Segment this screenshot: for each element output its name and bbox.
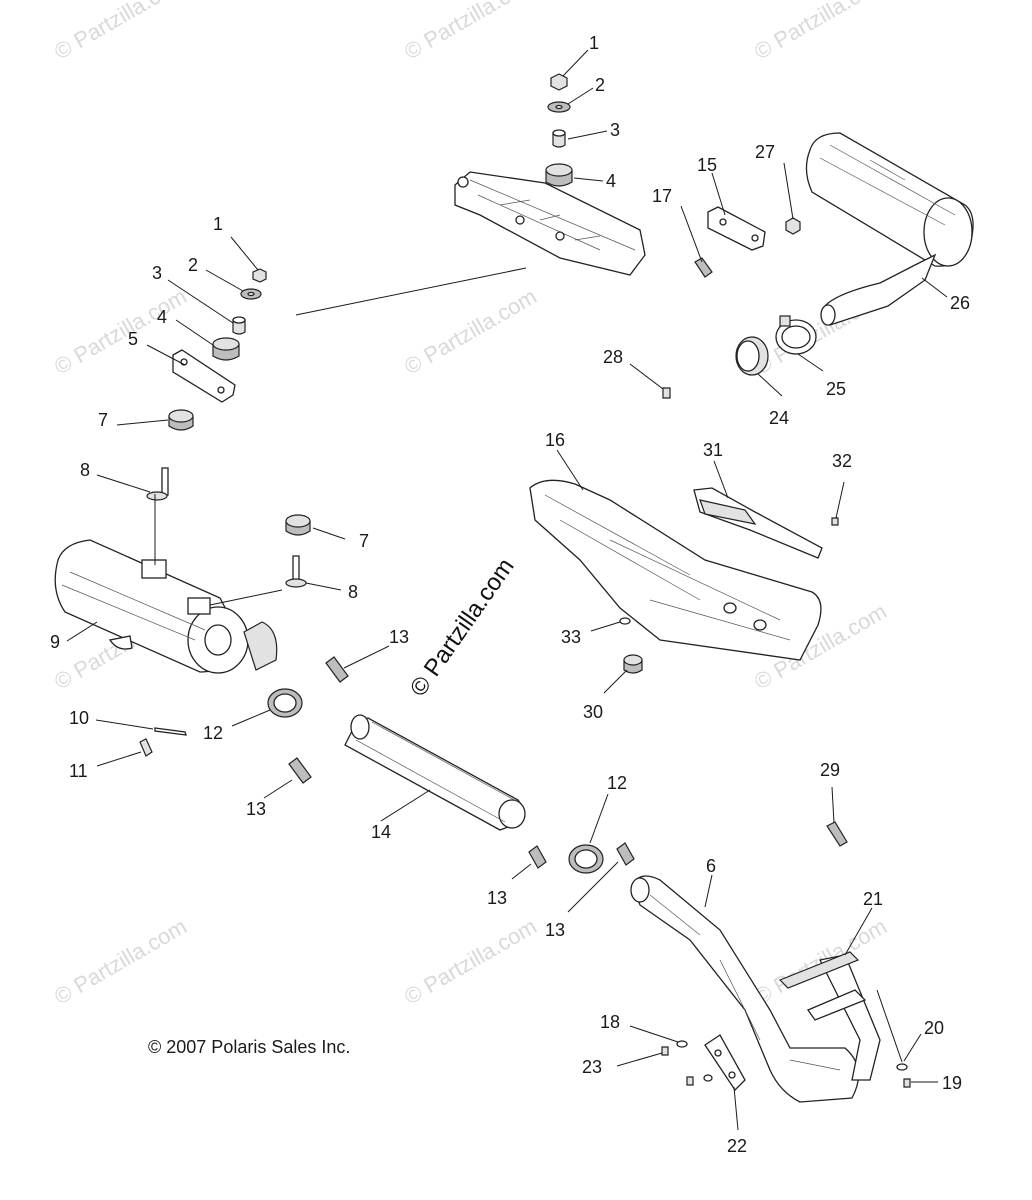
callout-label: 6: [706, 856, 716, 876]
callout-label: 7: [359, 531, 369, 551]
callout-label: 12: [203, 723, 223, 743]
callout-label: 29: [820, 760, 840, 780]
screw-32: [831, 517, 839, 526]
callout-label: 13: [487, 888, 507, 908]
callout-label: 21: [863, 889, 883, 909]
callout-label: 15: [697, 155, 717, 175]
callout-label: 24: [769, 408, 789, 428]
callout-label: 9: [50, 632, 60, 652]
plate-21: [778, 951, 867, 1021]
callout-label: 7: [98, 410, 108, 430]
watermark-text: © Partzilla.com: [400, 0, 541, 64]
callout-label: 13: [246, 799, 266, 819]
header-pipe: [630, 875, 881, 1103]
clamp-25: [775, 315, 817, 355]
callout-label: 30: [583, 702, 603, 722]
callout-label: 26: [950, 293, 970, 313]
bolt-19: [903, 1078, 911, 1088]
washer-22: [703, 1074, 713, 1082]
callout-label: 2: [595, 75, 605, 95]
callout-label: 8: [80, 460, 90, 480]
callout-label: 25: [826, 379, 846, 399]
left-muffler: [54, 539, 278, 674]
cap-24: [735, 336, 769, 376]
frame-rail: [454, 171, 646, 276]
center-watermark: © Partzilla.com: [405, 553, 520, 701]
grommet-30: [623, 654, 643, 674]
callout-label: 19: [942, 1073, 962, 1093]
callout-label: 4: [157, 307, 167, 327]
left-mount-stack: [172, 268, 267, 403]
center-pipe: [344, 714, 526, 831]
callout-label: 4: [606, 171, 616, 191]
callout-label: 27: [755, 142, 775, 162]
springs: [288, 656, 635, 869]
callout-label: 31: [703, 440, 723, 460]
callout-label: 20: [924, 1018, 944, 1038]
top-mount-stack: [545, 73, 573, 187]
screw-28: [662, 387, 671, 399]
callout-label: 13: [389, 627, 409, 647]
callout-label: 18: [600, 1012, 620, 1032]
seal-left: [267, 688, 303, 718]
washer-33: [619, 617, 631, 625]
watermark-text: © Partzilla.com: [50, 914, 191, 1010]
bracket-22: [704, 1034, 746, 1092]
callouts: 1 2 3 4 15 27 17 26 1 2 3 4 5 25 28 24 1…: [50, 33, 970, 1156]
grommet-and-bolt-left: [146, 409, 194, 501]
watermark-text: © Partzilla.com: [400, 914, 541, 1010]
callout-label: 3: [610, 120, 620, 140]
washer-18: [676, 1040, 688, 1048]
heat-shield-16: [529, 479, 822, 661]
callout-label: 17: [652, 186, 672, 206]
clip-and-pin: [139, 727, 187, 757]
watermark-text: © Partzilla.com: [750, 0, 891, 64]
callout-label: 32: [832, 451, 852, 471]
callout-label: 10: [69, 708, 89, 728]
heat-shield-31: [693, 487, 823, 559]
watermark-text: © Partzilla.com: [50, 284, 191, 380]
callout-label: 28: [603, 347, 623, 367]
callout-label: 22: [727, 1136, 747, 1156]
callout-label: 13: [545, 920, 565, 940]
grommet-and-bolt-right: [285, 514, 311, 588]
callout-label: 23: [582, 1057, 602, 1077]
callout-label: 11: [69, 761, 88, 781]
callout-label: 33: [561, 627, 581, 647]
watermark-text: © Partzilla.com: [400, 284, 541, 380]
nut-27: [785, 217, 801, 235]
spring-29: [826, 821, 848, 847]
leader-lines: [66, 49, 948, 1131]
callout-label: 3: [152, 263, 162, 283]
callout-label: 1: [589, 33, 599, 53]
callout-label: 2: [188, 255, 198, 275]
seal-center: [568, 844, 604, 874]
bracket-15: [707, 206, 766, 251]
watermark-text: © Partzilla.com: [50, 0, 191, 64]
bolt-23: [661, 1046, 669, 1056]
washer-20: [896, 1063, 908, 1071]
bolt-22-left: [686, 1076, 694, 1086]
callout-label: 1: [213, 214, 223, 234]
right-muffler: [805, 132, 974, 326]
frame-leader-line: [295, 267, 527, 316]
spring-17: [694, 257, 713, 278]
callout-label: 8: [348, 582, 358, 602]
callout-label: 14: [371, 822, 391, 842]
callout-label: 16: [545, 430, 565, 450]
callout-label: 12: [607, 773, 627, 793]
copyright-text: © 2007 Polaris Sales Inc.: [148, 1037, 350, 1057]
callout-label: 5: [128, 329, 138, 349]
